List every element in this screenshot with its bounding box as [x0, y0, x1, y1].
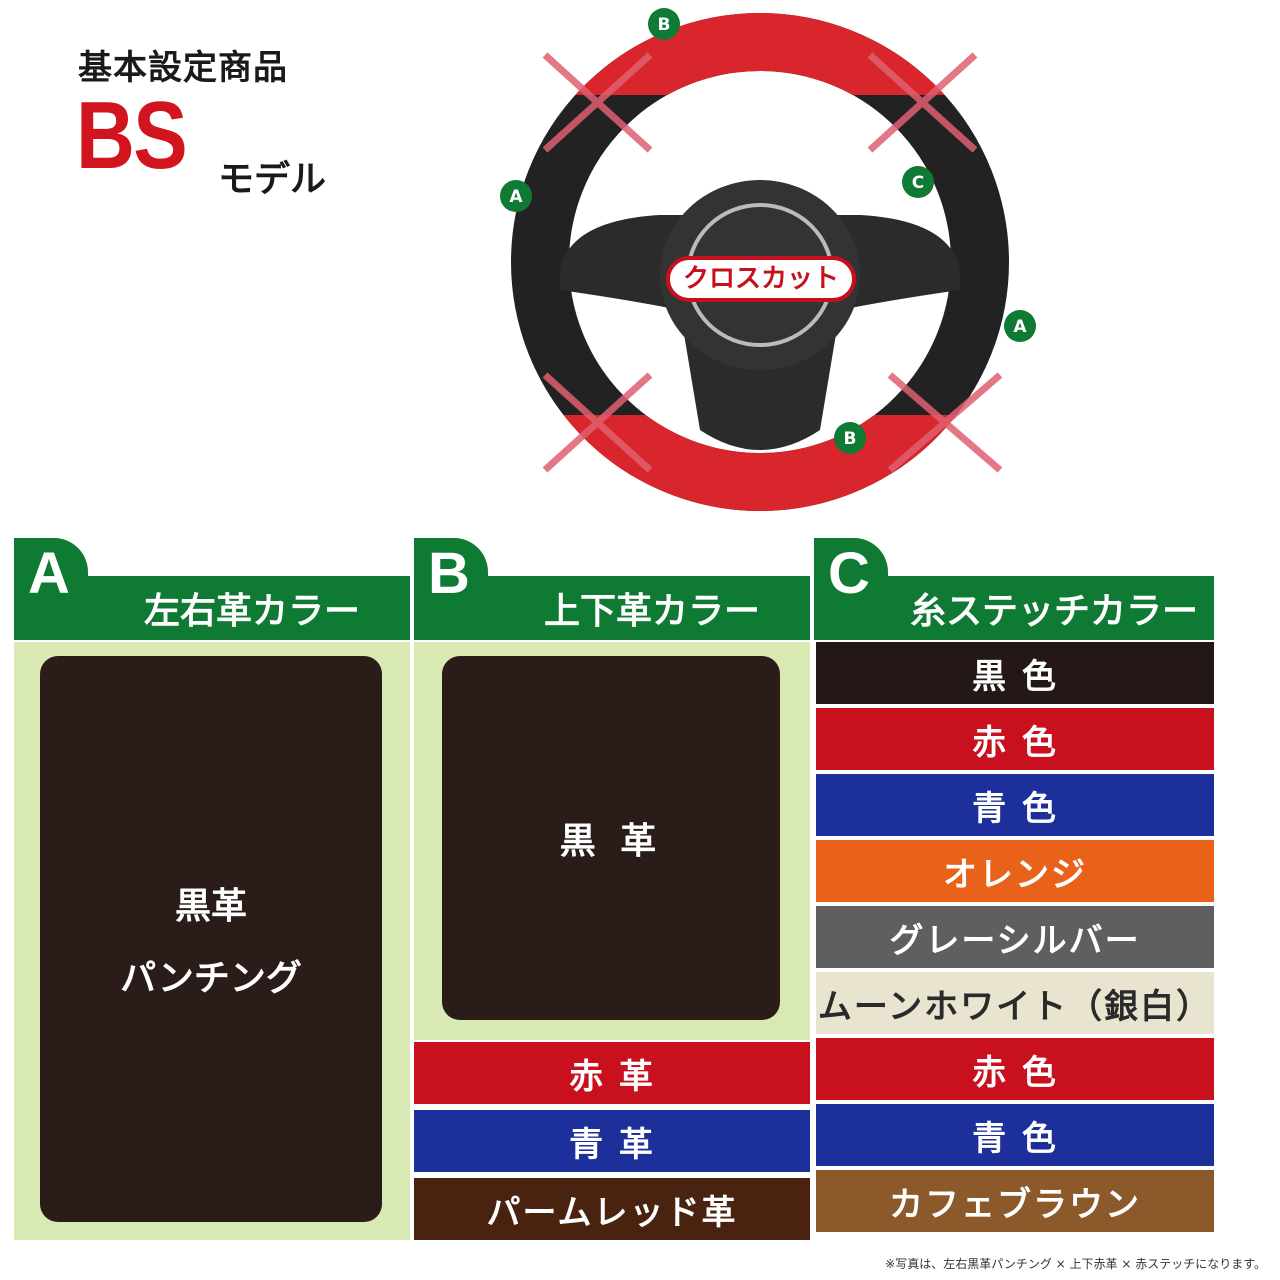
option-c-row: 赤 色 — [816, 1038, 1214, 1100]
option-b-row: 赤 革 — [414, 1042, 810, 1104]
option-a-black-punching: 黒革 パンチング — [40, 656, 382, 1222]
pin-letter: C — [912, 173, 924, 193]
option-c-row: 黒 色 — [816, 642, 1214, 704]
column-b-header: B 上下革カラー — [414, 538, 810, 640]
option-c-row: 青 色 — [816, 774, 1214, 836]
column-c-header: C 糸ステッチカラー — [814, 538, 1214, 640]
column-b-title: 上下革カラー — [543, 591, 760, 632]
option-c-row: オレンジ — [816, 840, 1214, 902]
column-a-letter: A — [28, 541, 70, 606]
wheel-rim-bottom — [564, 415, 956, 511]
pin-letter: A — [509, 187, 523, 207]
cross-cut-badge-text: クロスカット — [683, 264, 839, 294]
product-category-label: 基本設定商品 — [78, 48, 288, 88]
model-code: BS — [76, 82, 188, 189]
column-a-header: A 左右革カラー — [14, 538, 410, 640]
color-options-table: A 左右革カラー B 上下革カラー C 糸ステッチカラー 黒革 パンチング 黒 … — [14, 538, 1214, 1240]
cut-marks — [542, 52, 1003, 473]
option-a-line1: 黒革 — [174, 886, 247, 927]
column-c-letter: C — [828, 541, 870, 606]
cross-cut-badge — [666, 256, 856, 302]
pin-b-bottom: B — [834, 422, 866, 454]
option-a-line2: パンチング — [120, 958, 302, 999]
pin-b-top: B — [648, 8, 680, 40]
steering-wheel-illustration: クロスカット B A C A B — [500, 8, 1036, 511]
option-c-row: 赤 色 — [816, 708, 1214, 770]
wheel-rim-top — [575, 13, 945, 95]
footnote: ※写真は、左右黒革パンチング × 上下赤革 × 赤ステッチになります。 — [885, 1257, 1266, 1271]
option-b-black-leather: 黒 革 — [442, 656, 780, 1020]
option-b-card-label: 黒 革 — [559, 821, 663, 862]
option-b-row: パームレッド革 — [414, 1178, 810, 1240]
pin-letter: A — [1013, 317, 1027, 337]
column-b-letter: B — [428, 541, 470, 606]
pin-a-right: A — [1004, 310, 1036, 342]
pin-letter: B — [658, 15, 671, 35]
option-c-row: グレーシルバー — [816, 906, 1214, 968]
column-c-title: 糸ステッチカラー — [909, 591, 1198, 632]
option-b-row: 青 革 — [414, 1110, 810, 1172]
column-a-title: 左右革カラー — [143, 591, 360, 632]
option-c-row: 青 色 — [816, 1104, 1214, 1166]
pin-c-right: C — [902, 166, 934, 198]
model-label: モデル — [218, 159, 327, 200]
option-c-row: ムーンホワイト（銀白） — [816, 972, 1214, 1034]
pin-letter: B — [844, 429, 857, 449]
option-c-row: カフェブラウン — [816, 1170, 1214, 1232]
pin-a-left: A — [500, 180, 532, 212]
